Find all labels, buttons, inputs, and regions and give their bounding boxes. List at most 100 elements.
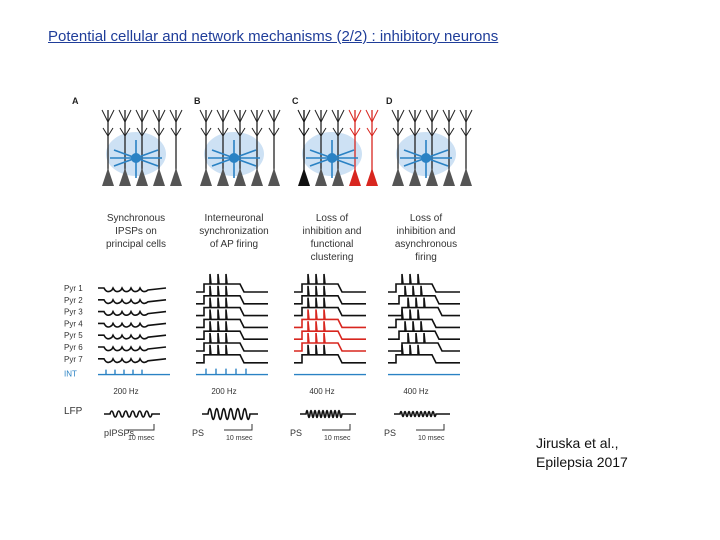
lfp-panel-label: PS bbox=[290, 428, 302, 438]
scale-bar bbox=[416, 424, 445, 431]
branch bbox=[267, 109, 281, 137]
pyramidal-cell bbox=[119, 168, 131, 186]
pyr-trace bbox=[196, 332, 268, 352]
branch bbox=[391, 109, 405, 137]
citation-authors: Jiruska et al., bbox=[536, 435, 619, 451]
pyr-trace bbox=[388, 273, 460, 293]
pyr-trace bbox=[388, 309, 460, 329]
time-scale-label: 10 msec bbox=[128, 435, 155, 442]
pyramidal-cell bbox=[200, 168, 212, 186]
panel-caption: IPSPs on bbox=[115, 226, 157, 237]
int-trace bbox=[196, 368, 268, 376]
pyr-trace bbox=[196, 285, 268, 305]
panel-letter: D bbox=[386, 96, 393, 106]
interneuron-axons bbox=[400, 140, 452, 178]
interneuron-axons bbox=[208, 140, 260, 178]
branch bbox=[408, 109, 422, 137]
branch bbox=[459, 109, 473, 137]
pyramidal-cell bbox=[392, 168, 404, 186]
pyramidal-cell bbox=[234, 168, 246, 186]
pyramidal-cell bbox=[170, 168, 182, 186]
slide-title: Potential cellular and network mechanism… bbox=[48, 28, 499, 45]
freq-label: 400 Hz bbox=[309, 387, 334, 396]
interneuron-axons bbox=[306, 140, 358, 178]
panel-caption: inhibition and bbox=[303, 226, 362, 237]
pyr-trace bbox=[388, 285, 460, 305]
lfp-panel-label: pIPSPs bbox=[104, 428, 135, 438]
pyramidal-cell bbox=[349, 168, 361, 186]
row-label: Pyr 4 bbox=[64, 319, 83, 328]
interneuron-axons bbox=[110, 140, 162, 178]
pyr-trace bbox=[196, 297, 268, 317]
branch bbox=[152, 109, 166, 137]
branch bbox=[250, 109, 264, 137]
panel-caption: asynchronous bbox=[395, 239, 457, 250]
citation-journal: Epilepsia 2017 bbox=[536, 454, 628, 470]
time-scale-label: 10 msec bbox=[324, 435, 351, 442]
pyramidal-cell bbox=[426, 168, 438, 186]
int-trace bbox=[98, 369, 170, 376]
panel-caption: clustering bbox=[311, 252, 354, 263]
panel-caption: Synchronous bbox=[107, 213, 165, 224]
citation: Jiruska et al., Epilepsia 2017 bbox=[536, 434, 628, 472]
pyramidal-cell bbox=[315, 168, 327, 186]
pyramidal-cell bbox=[268, 168, 280, 186]
scale-bar bbox=[224, 424, 253, 431]
pyr-trace bbox=[98, 333, 167, 340]
panel-letter: A bbox=[72, 96, 79, 106]
panel-caption: synchronization bbox=[199, 226, 268, 237]
pyramidal-cell bbox=[443, 168, 455, 186]
panel-caption: functional bbox=[311, 239, 354, 250]
branch bbox=[297, 109, 311, 137]
int-label: INT bbox=[64, 370, 77, 379]
panel-caption: inhibition and bbox=[397, 226, 456, 237]
pyr-trace bbox=[388, 321, 460, 340]
panel-c: C Loss of inhibition and functional clusteri… bbox=[290, 96, 379, 442]
branch bbox=[365, 109, 379, 137]
pyr-trace bbox=[294, 297, 366, 317]
branch bbox=[216, 109, 230, 137]
lfp-trace bbox=[202, 407, 258, 421]
branch bbox=[118, 109, 132, 137]
pyramidal-cell bbox=[217, 168, 229, 186]
branch bbox=[135, 109, 149, 137]
row-label: Pyr 7 bbox=[64, 355, 83, 364]
pyr-trace bbox=[388, 344, 460, 364]
pyramidal-cell bbox=[153, 168, 165, 186]
pyr-trace bbox=[294, 332, 366, 352]
lfp-label: LFP bbox=[64, 406, 83, 417]
panel-letter: B bbox=[194, 96, 201, 106]
row-label: Pyr 2 bbox=[64, 296, 83, 305]
pyramidal-cell bbox=[251, 168, 263, 186]
panel-caption: principal cells bbox=[106, 239, 166, 250]
pyr-trace bbox=[388, 332, 460, 352]
freq-label: 200 Hz bbox=[113, 387, 138, 396]
row-label: Pyr 6 bbox=[64, 343, 83, 352]
branch bbox=[199, 109, 213, 137]
lfp-panel-label: PS bbox=[192, 428, 204, 438]
pyr-trace bbox=[98, 298, 167, 305]
pyr-trace bbox=[294, 309, 366, 329]
branch bbox=[314, 109, 328, 137]
row-label: Pyr 3 bbox=[64, 308, 83, 317]
branch bbox=[331, 109, 345, 137]
branch bbox=[233, 109, 247, 137]
pyr-trace bbox=[98, 345, 167, 352]
panel-letter: C bbox=[292, 96, 299, 106]
panel-caption: firing bbox=[415, 252, 437, 263]
pyr-trace bbox=[294, 344, 366, 364]
pyr-trace bbox=[98, 321, 167, 328]
freq-label: 200 Hz bbox=[211, 387, 236, 396]
pyramidal-cell bbox=[298, 168, 310, 186]
scale-bar bbox=[322, 424, 351, 431]
pyr-trace bbox=[294, 273, 366, 293]
pyr-trace bbox=[388, 297, 460, 317]
panel-caption: Loss of bbox=[316, 213, 348, 224]
panel-caption: of AP firing bbox=[210, 239, 258, 250]
row-label: Pyr 1 bbox=[64, 284, 83, 293]
freq-label: 400 Hz bbox=[403, 387, 428, 396]
pyramidal-cell bbox=[102, 168, 114, 186]
